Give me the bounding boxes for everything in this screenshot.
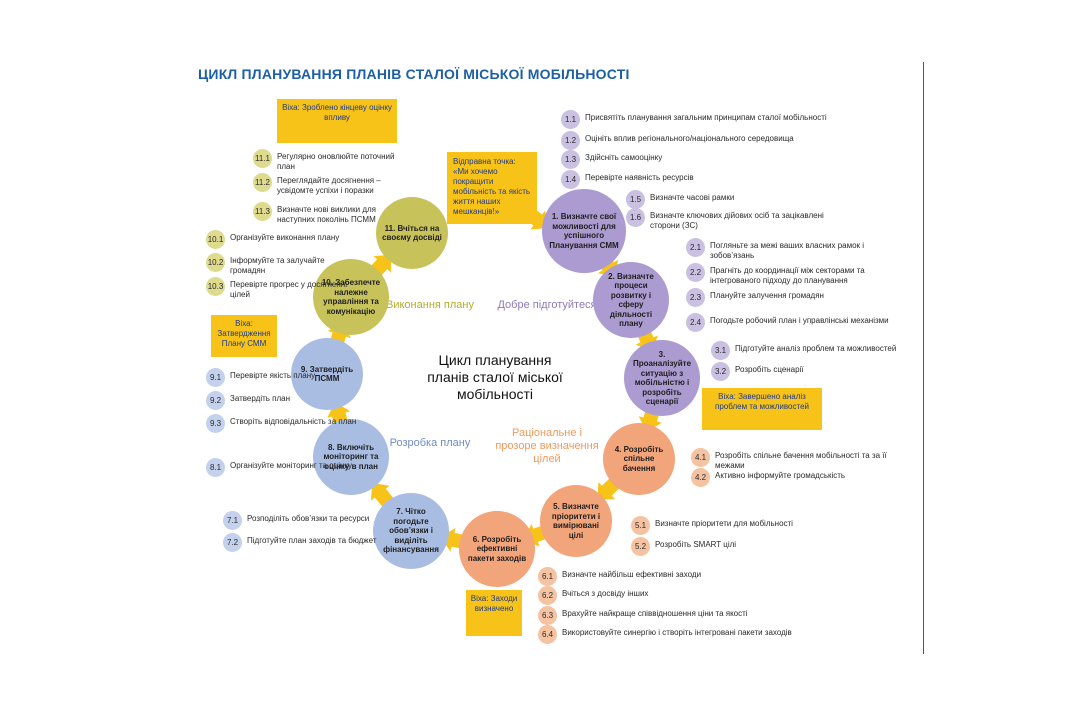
step-circle-2: 2. Визначте процеси розвитку і сферу дія… (593, 262, 669, 338)
substep-badge: 1.2 (561, 131, 580, 150)
step-circle-4: 4. Розробіть спільне бачення (603, 423, 675, 495)
substep-badge: 1.3 (561, 150, 580, 169)
step-label: 11. Вчіться на своєму досвіді (382, 223, 442, 243)
substep-text: Перевірте прогрес у досягненні цілей (230, 280, 347, 299)
substep-text: Затвердіть план (230, 394, 291, 403)
milestone-final-evaluation: Віха: Зроблено кінцеву оцінку впливу (277, 99, 397, 143)
substep-badge: 10.1 (206, 230, 225, 249)
milestone-measures-defined: Віха: Заходи визначено (466, 590, 522, 636)
divider-line (923, 62, 924, 654)
substep-badge: 9.2 (206, 391, 225, 410)
step-label: 9. Затвердіть ПСММ (300, 364, 354, 384)
milestone-plan-adoption: Віха: Затвердження Плану СММ (211, 315, 277, 357)
substep-text: Підготуйте аналіз проблем та можливостей (735, 344, 897, 353)
milestone-analysis-done: Віха: Завершено аналіз проблем та можлив… (702, 388, 822, 430)
step-circle-8: 8. Включіть моніторинг та оцінку в план (313, 419, 389, 495)
step-circle-5: 5. Визначте пріоритети і вимірювані цілі (540, 485, 612, 557)
substep-badge: 10.3 (206, 277, 225, 296)
substep-badge: 7.1 (223, 511, 242, 530)
step-label: 2. Визначте процеси розвитку і сферу дія… (608, 271, 654, 329)
substep-text: Розробіть сценарії (735, 365, 804, 374)
substep-text: Підготуйте план заходів та бюджет (247, 536, 377, 545)
substep-badge: 11.2 (253, 173, 272, 192)
substep-badge: 2.2 (686, 263, 705, 282)
substep-text: Організуйте моніторинг та оцінку (230, 461, 353, 470)
substep-text: Визначте нові виклики для наступних поко… (277, 205, 376, 224)
substep-badge: 6.2 (538, 586, 557, 605)
substep-text: Погляньте за межі ваших власних рамок і … (710, 241, 865, 260)
substep-badge: 6.4 (538, 625, 557, 644)
phase-label-prepare: Добре підготуйтеся (497, 299, 597, 311)
substep-badge: 5.1 (631, 516, 650, 535)
step-circle-1: 1. Визначте свої можливості для успішног… (542, 189, 626, 273)
substep-text: Активно інформуйте громадськість (715, 471, 846, 480)
phase-label-implement: Виконання плану (386, 299, 474, 311)
step-label: 7. Чітко погодьте обов’язки і виділіть ф… (383, 507, 439, 555)
substep-badge: 4.2 (691, 468, 710, 487)
substep-text: Організуйте виконання плану (230, 233, 340, 242)
substep-text: Визначте часові рамки (650, 193, 735, 202)
step-label: 5. Визначте пріоритети і вимірювані цілі (551, 502, 601, 540)
substep-text: Оцініть вплив регіонального/національног… (585, 134, 794, 143)
center-title: Цикл планування планів сталої міської мо… (427, 352, 563, 402)
substep-badge: 2.3 (686, 288, 705, 307)
substep-text: Погодьте робочий план і управлінські мех… (710, 316, 889, 325)
substep-text: Розробіть SMART цілі (655, 540, 737, 549)
substep-badge: 11.1 (253, 149, 272, 168)
substep-badge: 1.5 (626, 190, 645, 209)
substep-badge: 6.1 (538, 567, 557, 586)
substep-badge: 3.2 (711, 362, 730, 381)
substep-badge: 1.1 (561, 110, 580, 129)
substep-text: Здійсніть самооцінку (585, 153, 663, 162)
substep-text: Врахуйте найкраще співвідношення ціни та… (562, 609, 748, 618)
phase-label-develop: Розробка плану (389, 437, 471, 449)
substep-badge: 1.6 (626, 208, 645, 227)
step-label: 6. Розробіть ефективні пакети заходів (467, 534, 527, 563)
substep-text: Перевірте якість плану (230, 371, 316, 380)
substep-text: Розподіліть обов’язки та ресурси (247, 514, 370, 523)
step-label: 10. Забезпечте належне управління та ком… (321, 278, 381, 316)
substep-text: Прагніть до координації між секторами та… (710, 266, 865, 285)
substep-badge: 4.1 (691, 448, 710, 467)
step-label: 8. Включіть моніторинг та оцінку в план (323, 442, 379, 471)
substep-text: Розробіть спільне бачення мобільності та… (715, 451, 887, 470)
substep-text: Визначте ключових дійових осіб та заціка… (650, 211, 824, 230)
substep-text: Регулярно оновлюйте поточний план (277, 152, 395, 171)
step-label: 1. Визначте свої можливості для успішног… (549, 212, 619, 250)
step-circle-6: 6. Розробіть ефективні пакети заходів (459, 511, 535, 587)
substep-text: Перевірте наявність ресурсів (585, 173, 694, 182)
substep-badge: 8.1 (206, 458, 225, 477)
step-circle-7: 7. Чітко погодьте обов’язки і виділіть ф… (373, 493, 449, 569)
substep-badge: 3.1 (711, 341, 730, 360)
substep-text: Переглядайте досягнення – усвідомте успі… (277, 176, 381, 195)
substep-badge: 2.1 (686, 238, 705, 257)
substep-text: Вчіться з досвіду інших (562, 589, 649, 598)
step-circle-3: 3. Проаналізуйте ситуацію з мобільністю … (624, 340, 700, 416)
step-label: 3. Проаналізуйте ситуацію з мобільністю … (632, 349, 692, 407)
phase-label-goals: Раціональне і прозоре визначення цілей (495, 427, 599, 465)
substep-text: Визначте пріоритети для мобільності (655, 519, 793, 528)
substep-text: Використовуйте синергію і створіть інтег… (562, 628, 792, 637)
substep-badge: 6.3 (538, 606, 557, 625)
substep-badge: 1.4 (561, 170, 580, 189)
step-circle-10: 10. Забезпечте належне управління та ком… (313, 259, 389, 335)
substep-text: Інформуйте та залучайте громадян (230, 256, 325, 275)
step-label: 4. Розробіть спільне бачення (614, 444, 664, 473)
substep-badge: 9.3 (206, 414, 225, 433)
substep-text: Присвятіть планування загальним принципа… (585, 113, 827, 122)
page-title: ЦИКЛ ПЛАНУВАННЯ ПЛАНІВ СТАЛОЇ МІСЬКОЇ МО… (198, 66, 630, 82)
substep-text: Створіть відповідальність за план (230, 417, 357, 426)
substep-badge: 9.1 (206, 368, 225, 387)
start-point-box: Відправна точка: «Ми хочемо покращити мо… (447, 152, 537, 224)
substep-badge: 7.2 (223, 533, 242, 552)
substep-badge: 11.3 (253, 202, 272, 221)
substep-badge: 10.2 (206, 253, 225, 272)
substep-badge: 5.2 (631, 537, 650, 556)
substep-text: Визначте найбільш ефективні заходи (562, 570, 702, 579)
step-circle-11: 11. Вчіться на своєму досвіді (376, 197, 448, 269)
step-circle-9: 9. Затвердіть ПСММ (291, 338, 363, 410)
substep-badge: 2.4 (686, 313, 705, 332)
substep-text: Плануйте залучення громадян (710, 291, 824, 300)
